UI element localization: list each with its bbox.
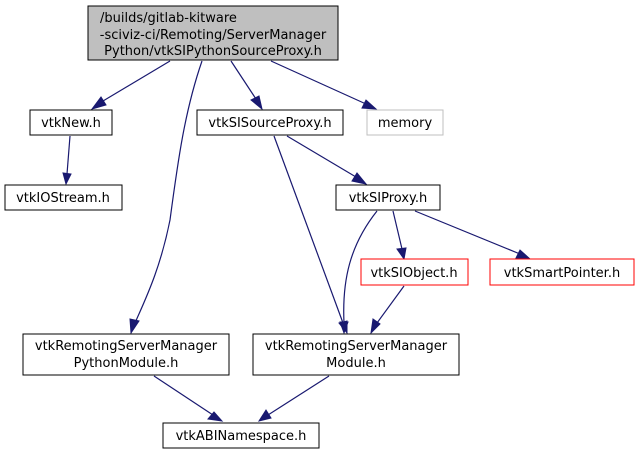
edge-main-vtkNew (102, 60, 171, 102)
node-label: -sciviz-ci/Remoting/ServerManager (100, 28, 327, 43)
edge-sisource-smmodule (273, 135, 344, 324)
node-vtkSIObject[interactable]: vtkSIObject.h (360, 258, 469, 286)
node-abi-namespace[interactable]: vtkABINamespace.h (162, 422, 320, 449)
arrowhead (257, 409, 272, 422)
arrowhead (207, 411, 224, 422)
edge-siproxy-smartpointer (414, 210, 521, 255)
node-label: vtkSIProxy.h (349, 191, 428, 206)
node-vtkIOStream[interactable]: vtkIOStream.h (4, 184, 123, 211)
edge-siobject-smmodule (376, 285, 405, 324)
node-main[interactable]: /builds/gitlab-kitware -sciviz-ci/Remoti… (87, 5, 339, 61)
arrowhead (90, 96, 107, 110)
node-vtkNew[interactable]: vtkNew.h (29, 109, 113, 136)
arrowhead (351, 172, 368, 185)
edge-smmodule-abi (267, 375, 330, 416)
node-label: Python/vtkSIPythonSourceProxy.h (104, 44, 322, 59)
arrowhead (129, 318, 140, 335)
edge-main-sisource (230, 60, 257, 100)
node-memory: memory (366, 109, 444, 136)
arrowhead (361, 99, 378, 110)
node-label: Module.h (326, 356, 386, 371)
node-label: PythonModule.h (74, 356, 179, 371)
node-vtkSIProxy[interactable]: vtkSIProxy.h (335, 184, 441, 211)
arrowhead (396, 247, 407, 261)
node-label: vtkSmartPointer.h (504, 266, 620, 281)
node-vtkSmartPointer[interactable]: vtkSmartPointer.h (489, 258, 635, 286)
edge-sisource-siproxy (286, 135, 357, 178)
arrowhead (515, 249, 532, 260)
node-label: vtkRemotingServerManager (35, 339, 218, 354)
edges (62, 60, 532, 422)
node-label: vtkSIObject.h (370, 266, 457, 281)
arrowhead (62, 172, 72, 186)
node-label: vtkIOStream.h (16, 191, 110, 206)
node-label: vtkRemotingServerManager (265, 339, 448, 354)
arrowhead (370, 318, 381, 335)
node-python-module[interactable]: vtkRemotingServerManager PythonModule.h (22, 333, 230, 376)
node-label: /builds/gitlab-kitware (100, 11, 237, 26)
node-label: vtkSISourceProxy.h (208, 116, 331, 131)
edge-siproxy-siobject (392, 210, 403, 250)
edge-pymodule-abi (153, 375, 214, 416)
edge-vtkNew-vtkIOStream (66, 135, 71, 175)
node-vtkSISourceProxy[interactable]: vtkSISourceProxy.h (196, 109, 344, 136)
edge-main-memory (270, 60, 367, 105)
node-label: vtkABINamespace.h (176, 429, 307, 444)
edge-main-pyModule (134, 60, 203, 324)
node-label: memory (378, 116, 433, 131)
arrowhead (339, 321, 349, 335)
arrowhead (250, 95, 263, 111)
edge-siproxy-smmodule (343, 210, 378, 324)
node-servermanager-module[interactable]: vtkRemotingServerManager Module.h (252, 333, 460, 376)
node-label: vtkNew.h (41, 116, 101, 131)
